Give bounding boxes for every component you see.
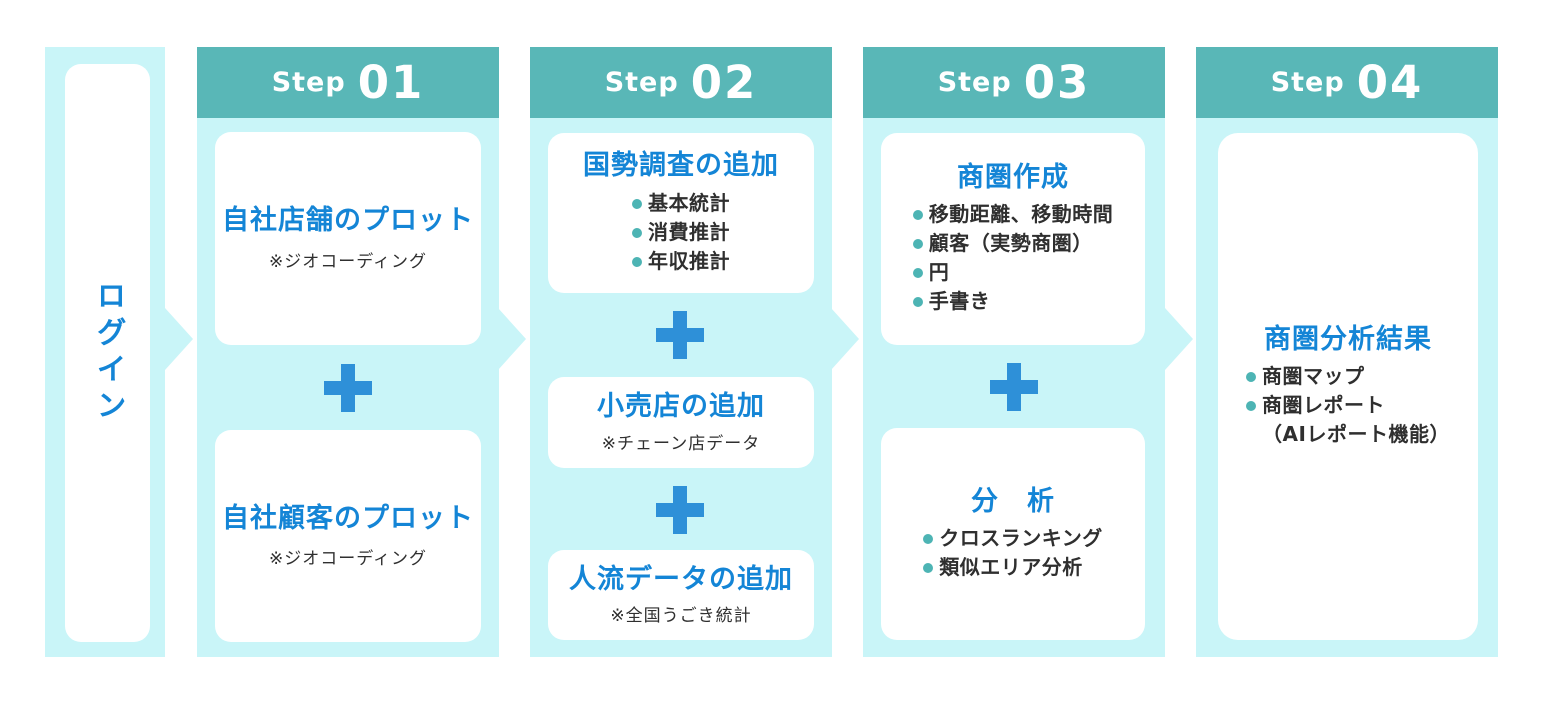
plus-icon bbox=[656, 311, 704, 359]
bullet-item: 類似エリア分析 bbox=[923, 553, 1102, 582]
step-03-header: Step 03 bbox=[863, 47, 1165, 118]
bullet-label: 商圏マップ bbox=[1262, 364, 1365, 389]
card-title: 商圏作成 bbox=[957, 161, 1069, 193]
bullet-label: 円 bbox=[928, 260, 950, 285]
bullet-label: 年収推計 bbox=[648, 248, 730, 273]
bullet-label: 手書き bbox=[928, 289, 991, 314]
bullet-item: 手書き bbox=[912, 287, 1114, 316]
bullet-dot-icon bbox=[912, 268, 923, 279]
bullet-item: クロスランキング bbox=[923, 524, 1102, 553]
step-number: 02 bbox=[690, 56, 758, 109]
bullet-label: 基本統計 bbox=[648, 190, 730, 215]
step-01-header: Step 01 bbox=[197, 47, 499, 118]
bullet-label: 移動距離、移動時間 bbox=[928, 202, 1114, 227]
bullet-label: 商圏レポート bbox=[1262, 393, 1386, 418]
login-column: ログイン bbox=[45, 47, 165, 657]
card-title: 人流データの追加 bbox=[569, 563, 793, 595]
step-column-01: Step 01 自社店舗のプロット ※ジオコーディング 自社顧客のプロット ※ジ… bbox=[197, 47, 499, 657]
bullet-dot-icon bbox=[923, 563, 934, 574]
arrow-right-icon bbox=[165, 308, 193, 370]
bullet-label: 消費推計 bbox=[648, 219, 730, 244]
arrow-right-icon bbox=[1165, 308, 1193, 370]
step-word: Step bbox=[604, 67, 679, 98]
card-title: 商圏分析結果 bbox=[1264, 323, 1432, 355]
bullet-item: 商圏レポート bbox=[1246, 391, 1450, 420]
card-own-store-plot: 自社店舗のプロット ※ジオコーディング bbox=[215, 132, 481, 345]
login-card: ログイン bbox=[65, 64, 150, 642]
bullet-continuation-label: （AIレポート機能） bbox=[1262, 422, 1450, 447]
arrow-right-icon bbox=[831, 308, 859, 370]
step-02-header: Step 02 bbox=[530, 47, 832, 118]
bullet-dot-icon bbox=[632, 256, 642, 267]
bullet-item: 年収推計 bbox=[632, 247, 730, 276]
bullet-dot-icon bbox=[632, 198, 642, 209]
card-note: ※ジオコーディング bbox=[268, 251, 428, 272]
bullet-item: 消費推計 bbox=[632, 218, 730, 247]
bullet-item: 移動距離、移動時間 bbox=[912, 200, 1114, 229]
bullet-list: クロスランキング 類似エリア分析 bbox=[923, 524, 1102, 582]
card-title: 国勢調査の追加 bbox=[583, 150, 779, 182]
card-title: 自社顧客のプロット bbox=[222, 502, 474, 534]
step-word: Step bbox=[271, 67, 346, 98]
login-label: ログイン bbox=[90, 279, 126, 427]
bullet-list: 移動距離、移動時間 顧客（実勢商圏） 円 手書き bbox=[912, 200, 1114, 316]
plus-icon bbox=[656, 486, 704, 534]
bullet-item: 基本統計 bbox=[632, 189, 730, 218]
bullet-item: 顧客（実勢商圏） bbox=[912, 229, 1114, 258]
card-census-add: 国勢調査の追加 基本統計 消費推計 年収推計 bbox=[548, 133, 814, 293]
step-number: 04 bbox=[1356, 56, 1424, 109]
bullet-label: クロスランキング bbox=[939, 526, 1103, 551]
bullet-dot-icon bbox=[632, 227, 642, 238]
plus-icon bbox=[324, 364, 372, 412]
step-column-04: Step 04 商圏分析結果 商圏マップ 商圏レポート （AIレポート機能） bbox=[1196, 47, 1498, 657]
arrow-right-icon bbox=[498, 308, 526, 370]
card-trade-area-create: 商圏作成 移動距離、移動時間 顧客（実勢商圏） 円 手書き bbox=[881, 133, 1145, 345]
card-note: ※全国うごき統計 bbox=[610, 606, 752, 627]
bullet-list: 基本統計 消費推計 年収推計 bbox=[632, 189, 730, 276]
bullet-item: 円 bbox=[912, 258, 1114, 287]
card-trade-area-result: 商圏分析結果 商圏マップ 商圏レポート （AIレポート機能） bbox=[1218, 133, 1478, 640]
plus-icon bbox=[990, 363, 1038, 411]
card-note: ※チェーン店データ bbox=[601, 433, 761, 454]
bullet-dot-icon bbox=[912, 297, 923, 308]
card-title: 小売店の追加 bbox=[597, 391, 765, 423]
card-people-flow-add: 人流データの追加 ※全国うごき統計 bbox=[548, 550, 814, 640]
bullet-dot-icon bbox=[1246, 401, 1257, 412]
bullet-dot-icon bbox=[923, 534, 934, 545]
bullet-dot-icon bbox=[912, 239, 923, 250]
step-column-03: Step 03 商圏作成 移動距離、移動時間 顧客（実勢商圏） 円 bbox=[863, 47, 1165, 657]
bullet-item: 商圏マップ bbox=[1246, 362, 1450, 391]
step-number: 01 bbox=[357, 56, 425, 109]
card-title: 分 析 bbox=[971, 485, 1055, 517]
step-column-02: Step 02 国勢調査の追加 基本統計 消費推計 年収推計 bbox=[530, 47, 832, 657]
step-number: 03 bbox=[1023, 56, 1091, 109]
card-analysis: 分 析 クロスランキング 類似エリア分析 bbox=[881, 428, 1145, 640]
bullet-dot-icon bbox=[1246, 372, 1257, 383]
step-word: Step bbox=[937, 67, 1012, 98]
bullet-list: 商圏マップ 商圏レポート （AIレポート機能） bbox=[1246, 362, 1450, 449]
card-retail-add: 小売店の追加 ※チェーン店データ bbox=[548, 377, 814, 468]
card-own-customer-plot: 自社顧客のプロット ※ジオコーディング bbox=[215, 430, 481, 642]
card-title: 自社店舗のプロット bbox=[222, 205, 474, 237]
step-word: Step bbox=[1270, 67, 1345, 98]
step-04-header: Step 04 bbox=[1196, 47, 1498, 118]
bullet-label: 顧客（実勢商圏） bbox=[928, 231, 1093, 256]
bullet-label: 類似エリア分析 bbox=[939, 555, 1083, 580]
card-note: ※ジオコーディング bbox=[268, 549, 428, 570]
bullet-dot-icon bbox=[912, 210, 923, 221]
